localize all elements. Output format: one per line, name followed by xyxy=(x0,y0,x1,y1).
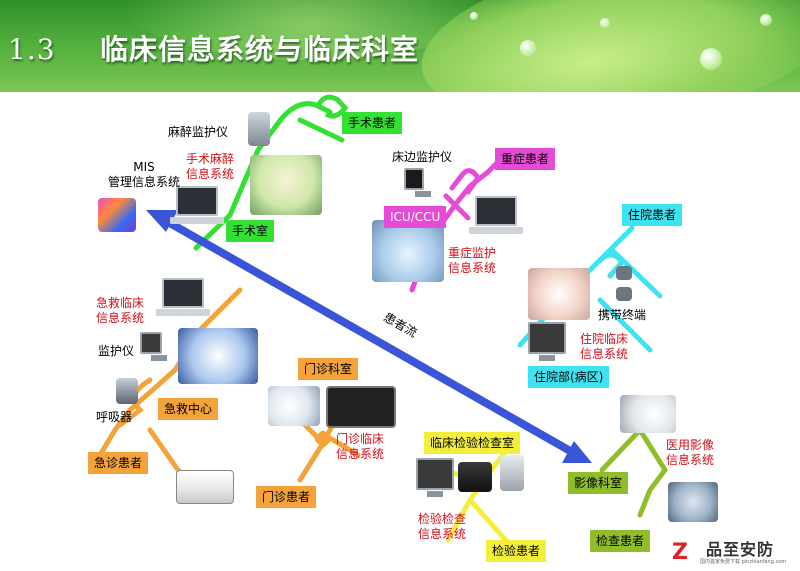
water-drop xyxy=(600,18,610,28)
portable-terminal-icon xyxy=(616,287,632,301)
emergency-care-picture xyxy=(178,328,258,384)
lab-info-system-label: 检验检查 信息系统 xyxy=(418,512,466,542)
inpatient-nurse-picture xyxy=(528,268,590,320)
outpatient-info-system-label: 门诊临床 信息系统 xyxy=(336,432,384,462)
queue-display-board xyxy=(326,386,396,428)
imaging-info-line1: 医用影像 xyxy=(666,438,715,452)
lab-equipment-icon xyxy=(500,455,524,491)
laptop-icon xyxy=(170,186,224,224)
surgery-info-system-label: 手术麻醉 信息系统 xyxy=(186,152,234,182)
portable-terminal-label: 携带终端 xyxy=(598,308,647,322)
arrowhead-right xyxy=(562,441,592,463)
emergency-patient-box: 急诊患者 xyxy=(88,452,149,474)
imaging-info-system-label: 医用影像 信息系统 xyxy=(666,438,714,468)
icu-bed-picture xyxy=(372,220,444,282)
ambulance-icon xyxy=(176,470,234,504)
inpatient-box: 住院患者 xyxy=(622,204,683,226)
logo-name: 品至安防 xyxy=(706,540,775,559)
bedside-monitor-label: 床边监护仪 xyxy=(392,150,453,164)
emergency-center-box: 急救中心 xyxy=(158,398,219,420)
operating-room-box: 手术室 xyxy=(226,220,275,242)
emergency-info-line2: 信息系统 xyxy=(96,311,145,325)
water-drop xyxy=(520,40,536,56)
inpatient-connector xyxy=(517,225,663,353)
anesthesia-monitor-picture xyxy=(248,112,270,146)
patient-monitor-icon xyxy=(140,332,167,361)
monitor-label: 监护仪 xyxy=(98,344,135,358)
laptop-icon xyxy=(469,196,523,234)
exam-patient-box: 检查患者 xyxy=(590,530,651,552)
imaging-info-line2: 信息系统 xyxy=(666,453,715,467)
imaging-dept-box: 影像科室 xyxy=(568,472,629,494)
arrowhead-left xyxy=(146,210,178,232)
critical-info-system-label: 重症监护 信息系统 xyxy=(448,246,496,276)
water-drop xyxy=(700,48,722,70)
emergency-info-line1: 急救临床 xyxy=(96,296,145,310)
water-drop xyxy=(760,14,772,26)
ct-scanner-picture xyxy=(620,395,676,433)
logo-subtext: 国内首家免费下载 pinzhianfang.com xyxy=(700,559,787,565)
title-banner xyxy=(0,0,800,92)
emergency-info-system-label: 急救临床 信息系统 xyxy=(96,296,144,326)
bedside-monitor-icon xyxy=(404,168,431,197)
surgery-patient-box: 手术患者 xyxy=(342,112,403,134)
inpatient-info-line1: 住院临床 xyxy=(580,332,629,346)
operating-room-picture xyxy=(250,155,322,215)
outpatient-dept-box: 门诊科室 xyxy=(298,358,359,380)
inpatient-info-line2: 信息系统 xyxy=(580,347,629,361)
ventilator-icon xyxy=(116,378,138,404)
lab-analyzer-icon xyxy=(458,462,492,492)
outpatient-info-line1: 门诊临床 xyxy=(336,432,385,446)
computer-icon xyxy=(528,322,566,361)
mis-label-text: MIS xyxy=(133,160,155,174)
critical-info-line1: 重症监护 xyxy=(448,246,497,260)
critical-patient-box: 重症患者 xyxy=(495,148,556,170)
lab-computer-icon xyxy=(416,458,454,497)
ventilator-label: 呼吸器 xyxy=(96,410,133,424)
section-number: 1.3 xyxy=(8,33,56,66)
anesthesia-monitor-label: 麻醉监护仪 xyxy=(168,125,229,139)
surgery-info-line2: 信息系统 xyxy=(186,167,235,181)
server-icon xyxy=(98,198,136,232)
water-drop xyxy=(470,12,478,20)
icu-box: ICU/CCU xyxy=(384,206,447,228)
mis-sublabel-text: 管理信息系统 xyxy=(108,175,181,189)
surgery-info-line1: 手术麻醉 xyxy=(186,152,235,166)
surgery-connector xyxy=(315,94,349,119)
title-text: 临床信息系统与临床科室 xyxy=(100,33,420,66)
laptop-icon xyxy=(156,278,210,316)
portable-terminal-icon xyxy=(616,266,632,280)
lab-info-line2: 信息系统 xyxy=(418,527,467,541)
lab-room-box: 临床检验检查室 xyxy=(424,432,521,454)
patient-flow-arrow xyxy=(166,218,574,456)
mis-label: MIS 管理信息系统 xyxy=(108,160,180,190)
brand-logo: Z 品至安防 国内首家免费下载 pinzhianfang.com xyxy=(672,538,798,569)
logo-mark-icon: Z xyxy=(672,540,688,565)
outpatient-patient-box: 门诊患者 xyxy=(256,486,317,508)
imaging-workstation-picture xyxy=(668,482,718,522)
inpatient-dept-box: 住院部(病区) xyxy=(528,366,610,388)
doctor-desk-picture xyxy=(268,386,320,426)
critical-info-line2: 信息系统 xyxy=(448,261,497,275)
lab-patient-box: 检验患者 xyxy=(486,540,547,562)
page-title: 1.3 临床信息系统与临床科室 xyxy=(8,28,419,68)
outpatient-info-line2: 信息系统 xyxy=(336,447,385,461)
inpatient-info-system-label: 住院临床 信息系统 xyxy=(580,332,628,362)
lab-info-line1: 检验检查 xyxy=(418,512,467,526)
